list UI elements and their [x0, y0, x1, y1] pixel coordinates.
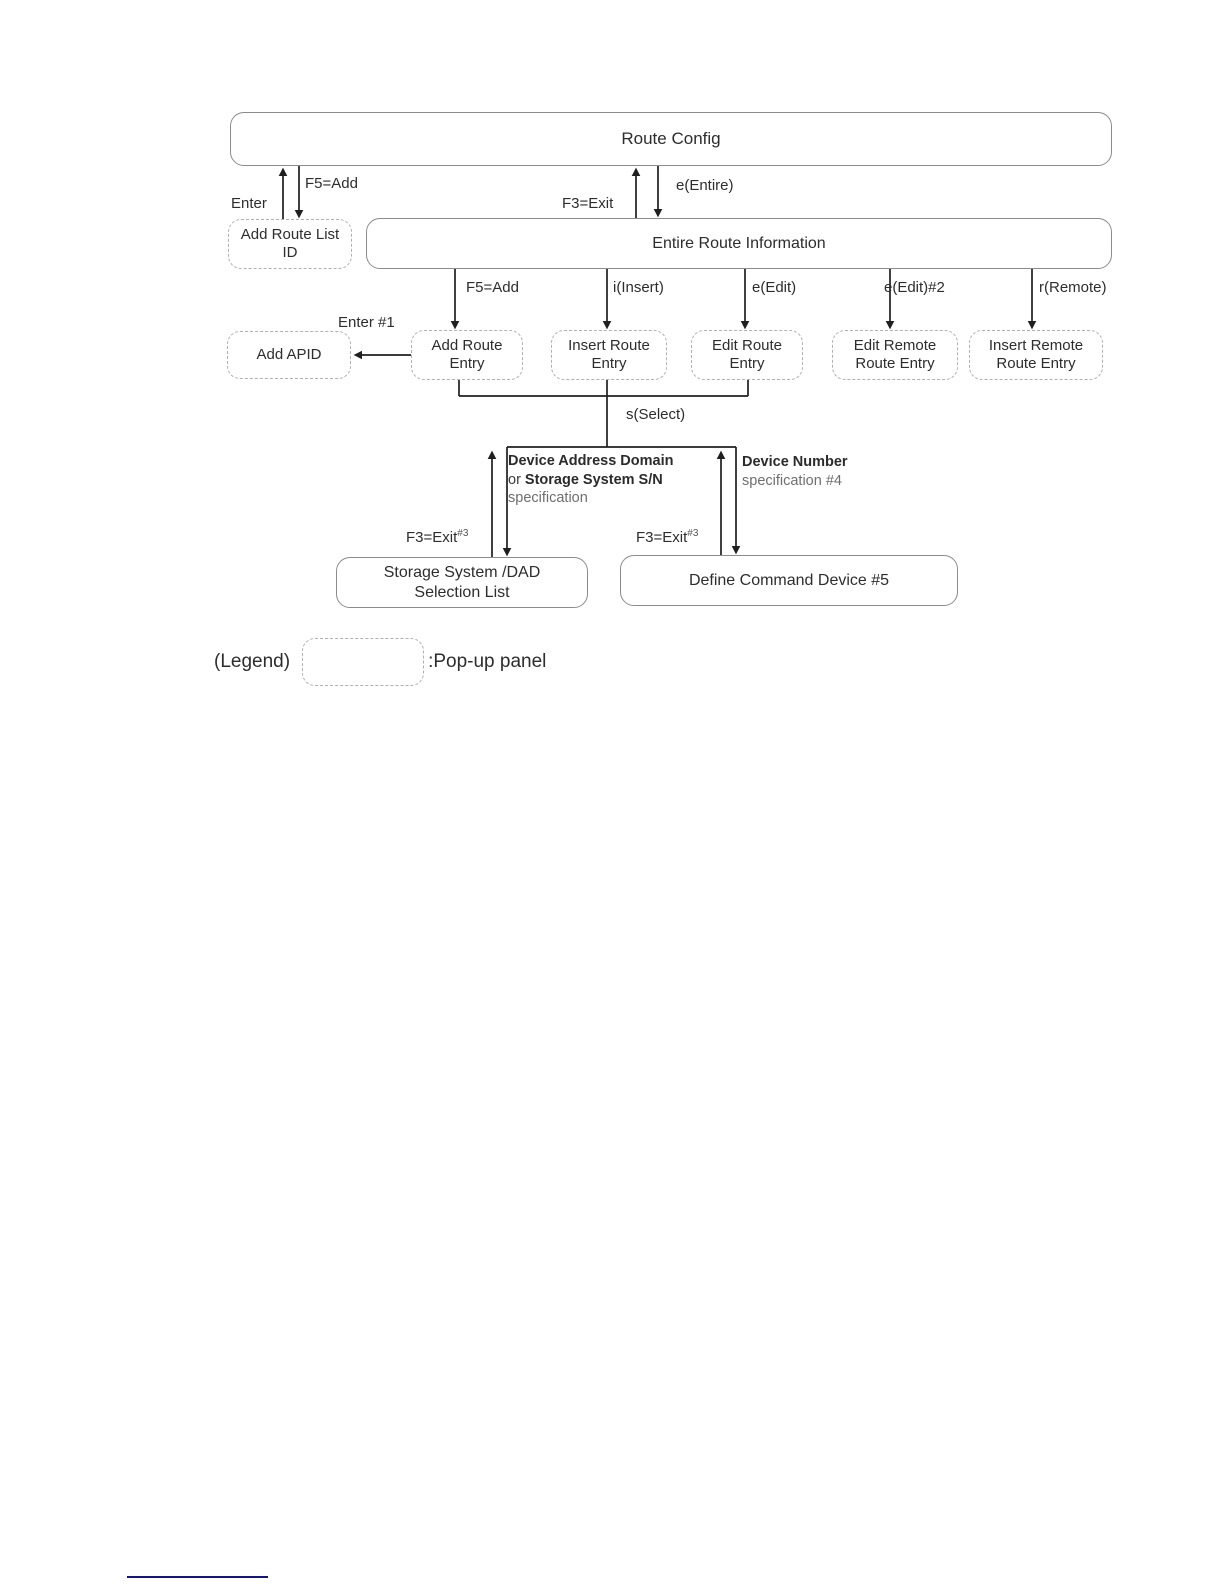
node-route-config-label: Route Config	[621, 128, 721, 148]
annotation-line: or Storage System S/N	[508, 471, 673, 490]
annotation-device-address-domain: Device Address Domain or Storage System …	[508, 452, 673, 508]
node-define-command-device-label: Define Command Device #5	[688, 571, 890, 589]
edge-label-e-edit-text: e(Edit)	[752, 279, 797, 296]
edge-label-f3-exit-right-sup: #3	[687, 528, 699, 539]
edge-label-enter: Enter	[231, 195, 267, 213]
edge-label-enter-1: Enter #1	[338, 314, 395, 332]
edge-label-s-select-text: s(Select)	[626, 406, 686, 423]
annotation-text: specification #4	[742, 472, 842, 489]
edge-label-e-edit-2-text: e(Edit)#2	[884, 279, 945, 296]
node-add-apid[interactable]: Add APID	[227, 331, 351, 379]
edge-label-f3-exit-top: F3=Exit	[562, 195, 613, 213]
edge-label-f5-add-mid-text: F5=Add	[466, 279, 519, 296]
legend-popup-panel-swatch	[302, 638, 425, 686]
edge-label-f3-exit-right: F3=Exit#3	[636, 528, 698, 547]
edge-label-e-entire: e(Entire)	[676, 177, 734, 195]
annotation-text: Device Address Domain	[508, 453, 674, 469]
edge-label-s-select: s(Select)	[626, 406, 685, 424]
edge-label-i-insert: i(Insert)	[613, 279, 664, 297]
node-route-config[interactable]: Route Config	[230, 112, 1112, 166]
legend: (Legend) :Pop-up panel	[214, 638, 546, 686]
node-add-apid-label: Add APID	[256, 345, 322, 363]
edge-label-r-remote-text: r(Remote)	[1039, 279, 1107, 296]
annotation-text: or	[508, 471, 525, 488]
annotation-line: Device Address Domain	[508, 452, 673, 471]
legend-title: (Legend)	[214, 651, 291, 672]
annotation-device-number: Device Number specification #4	[742, 453, 848, 490]
edge-label-f3-exit-left-sup: #3	[457, 528, 469, 539]
edge-label-f3-exit-top-text: F3=Exit	[562, 195, 614, 212]
edge-label-i-insert-text: i(Insert)	[613, 279, 664, 296]
edge-label-e-edit: e(Edit)	[752, 279, 796, 297]
legend-description: :Pop-up panel	[428, 651, 547, 672]
node-define-command-device[interactable]: Define Command Device #5	[620, 555, 958, 606]
annotation-text: specification	[508, 490, 588, 507]
edge-label-f5-add-mid: F5=Add	[466, 279, 519, 297]
annotation-line: Device Number	[742, 453, 848, 472]
edge-label-e-entire-text: e(Entire)	[676, 177, 734, 194]
edge-label-enter-1-text: Enter #1	[338, 314, 395, 331]
annotation-text: Storage System S/N	[524, 471, 663, 488]
edge-label-enter-text: Enter	[231, 195, 267, 212]
annotation-line: specification	[508, 489, 673, 508]
edge-label-e-edit-2: e(Edit)#2	[884, 279, 945, 297]
annotation-text: Device Number	[742, 454, 848, 470]
footer-rule	[127, 1576, 268, 1578]
edge-label-r-remote: r(Remote)	[1039, 279, 1107, 297]
edge-label-f5-add-top-text: F5=Add	[305, 175, 358, 192]
edge-label-f3-exit-left: F3=Exit#3	[406, 528, 468, 547]
annotation-line: specification #4	[742, 472, 848, 491]
node-entire-route-information-label: Entire Route Information	[652, 234, 826, 252]
node-entire-route-information[interactable]: Entire Route Information	[366, 218, 1112, 269]
edge-label-f3-exit-right-text: F3=Exit	[636, 529, 688, 546]
edge-label-f3-exit-left-text: F3=Exit	[406, 529, 458, 546]
edge-label-f5-add-top: F5=Add	[305, 175, 358, 193]
